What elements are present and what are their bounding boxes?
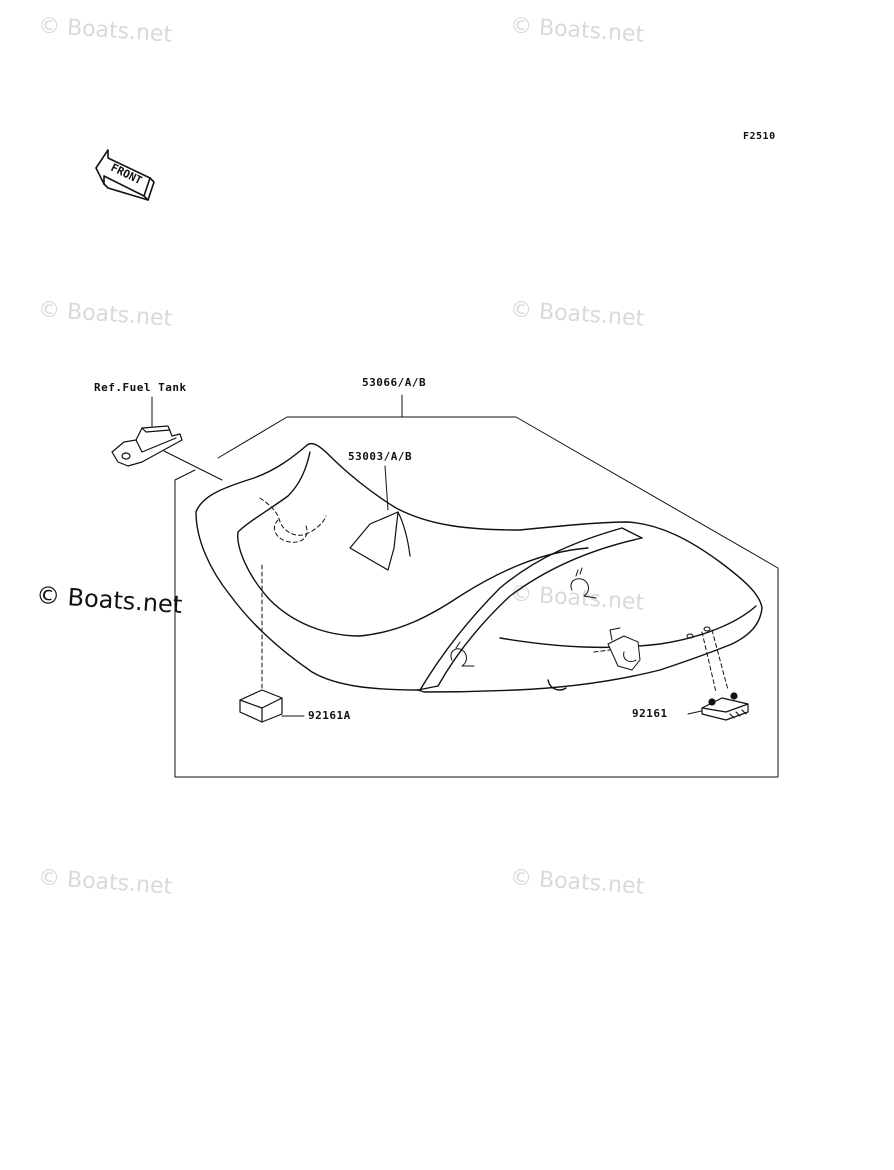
assembly-frame xyxy=(174,416,779,778)
callout-seat-assy: 53066/A/B xyxy=(362,376,427,389)
label-sticker-icon xyxy=(349,511,411,571)
callout-damper: 92161 xyxy=(632,707,668,720)
figure-code: F2510 xyxy=(743,131,776,142)
fuel-tank-bracket-icon xyxy=(111,425,183,467)
callout-pad: 92161A xyxy=(308,709,351,722)
seat-bracket-icon xyxy=(607,627,641,671)
seat-holes xyxy=(686,626,711,639)
seat-hook-rear-icon xyxy=(570,567,597,599)
callout-label: 53003/A/B xyxy=(348,450,413,463)
damper-icon xyxy=(701,692,749,721)
seat-hook-front-icon xyxy=(450,641,475,667)
front-arrow-icon xyxy=(95,149,155,201)
seat-outline xyxy=(195,442,763,693)
pad-icon xyxy=(239,689,283,723)
callout-ref-fuel-tank: Ref.Fuel Tank xyxy=(94,381,187,394)
